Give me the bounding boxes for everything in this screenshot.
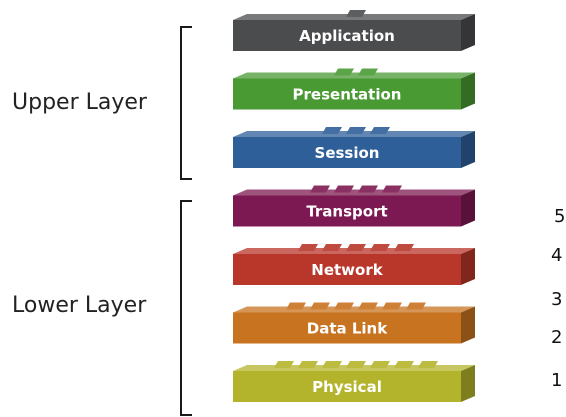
connector-tab [298,244,318,251]
layer-number-3: 3 [551,289,563,310]
layer-session: Session [233,127,475,168]
connector-tab [370,127,390,134]
connector-tab [406,302,426,310]
layer-label: Session [315,144,380,162]
layer-presentation: Presentation [233,68,475,110]
layer-physical: Physical [233,361,475,402]
connector-tab [346,10,366,17]
layer-application: Application [233,10,475,51]
connector-tab [418,361,438,368]
upper-layer-label: Upper Layer [12,90,147,115]
connector-tab [358,185,378,193]
connector-tab [358,302,378,310]
layer-label: Network [311,261,383,279]
layer-network: Network [233,244,475,285]
connector-tab [334,68,354,76]
connector-tab [286,302,306,310]
layer-number-2: 2 [551,327,563,348]
connector-tab [358,68,378,76]
connector-tab [310,302,330,310]
layer-label: Data Link [307,320,388,338]
layer-number-1: 1 [551,370,563,391]
connector-tab [274,361,294,368]
connector-tab [322,361,342,368]
connector-tab [346,127,366,134]
lower-layer-bracket [180,200,192,416]
connector-tab [346,244,366,251]
layer-label: Transport [306,203,387,221]
connector-tab [370,244,390,251]
connector-tab [382,185,402,193]
layer-label: Presentation [293,86,402,104]
upper-layer-bracket [180,26,192,180]
layer-number-4: 4 [551,245,563,266]
connector-tab [322,127,342,134]
lower-layer-label: Lower Layer [12,293,147,318]
layer-label: Physical [312,378,382,396]
connector-tab [334,185,354,193]
connector-tab [382,302,402,310]
connector-tab [298,361,318,368]
layer-label: Application [299,27,395,45]
connector-tab [310,185,330,193]
connector-tab [334,302,354,310]
connector-tab [394,244,414,251]
connector-tab [322,244,342,251]
layer-number-5: 5 [554,206,566,227]
connector-tab [394,361,414,368]
connector-tab [370,361,390,368]
layer-data-link: Data Link [233,302,475,344]
layer-transport: Transport [233,185,475,227]
connector-tab [346,361,366,368]
